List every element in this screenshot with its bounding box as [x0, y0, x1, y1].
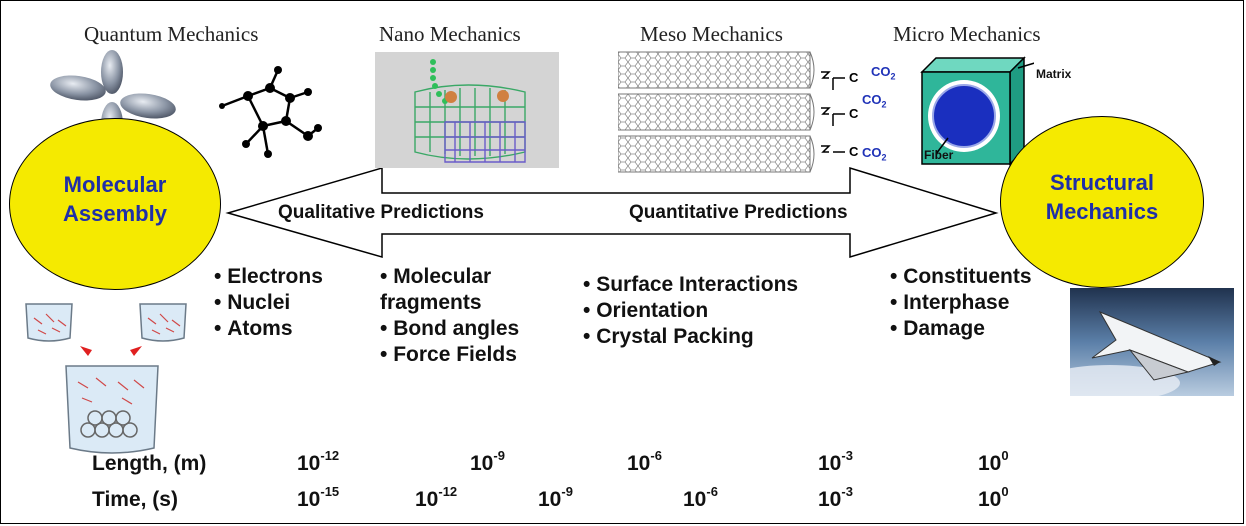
co2-label-3: CO2	[862, 145, 887, 163]
bullets-nano: Molecular fragments Bond angles Force Fi…	[380, 264, 519, 368]
header-nano-mechanics: Nano Mechanics	[379, 22, 521, 46]
length-value: 100	[978, 448, 1009, 475]
list-item: Bond angles	[380, 316, 519, 342]
header-micro-mechanics: Micro Mechanics	[893, 22, 1041, 46]
co2-label-1: CO2	[871, 64, 896, 82]
composite-cube-image	[920, 56, 1034, 166]
time-value: 100	[978, 484, 1009, 511]
meso-nanotubes-image	[618, 51, 815, 173]
quantitative-predictions-label: Quantitative Predictions	[629, 202, 848, 223]
header-meso-mechanics: Meso Mechanics	[640, 22, 783, 46]
list-item: Constituents	[890, 264, 1031, 290]
length-label: Length, (m)	[92, 452, 207, 475]
carboxyl-groups: C C C	[821, 70, 859, 159]
list-item: Crystal Packing	[583, 324, 798, 350]
time-value: 10-12	[415, 484, 458, 511]
list-item: Force Fields	[380, 342, 519, 368]
list-item: Molecular	[380, 264, 519, 290]
time-value: 10-9	[538, 484, 573, 511]
nanotube-image	[375, 52, 559, 168]
list-item: Atoms	[214, 316, 323, 342]
time-label: Time, (s)	[92, 488, 178, 511]
matrix-label: Matrix	[1036, 67, 1072, 81]
time-value: 10-3	[818, 484, 853, 511]
length-value: 10-12	[297, 448, 340, 475]
length-value: 10-9	[470, 448, 505, 475]
fiber-label: Fiber	[924, 148, 954, 162]
bullets-micro: Constituents Interphase Damage	[890, 264, 1032, 342]
list-item-continued: fragments	[380, 291, 482, 314]
time-value: 10-6	[683, 484, 718, 511]
svg-text:C: C	[849, 106, 859, 121]
svg-text:C: C	[849, 70, 859, 85]
header-quantum-mechanics: Quantum Mechanics	[84, 22, 259, 46]
spaceplane-image	[1070, 288, 1234, 396]
list-item: Surface Interactions	[583, 272, 798, 298]
molecule-icon	[219, 66, 322, 158]
length-value: 10-3	[818, 448, 853, 475]
time-value: 10-15	[297, 484, 340, 511]
list-item: Electrons	[214, 264, 323, 290]
beakers-image	[25, 303, 187, 454]
co2-label-2: CO2	[862, 92, 887, 110]
qualitative-predictions-label: Qualitative Predictions	[278, 202, 484, 223]
list-item: Nuclei	[214, 290, 323, 316]
list-item: Damage	[890, 316, 1032, 342]
list-item: Orientation	[583, 298, 798, 324]
svg-text:C: C	[849, 144, 859, 159]
list-item: Interphase	[890, 290, 1032, 316]
bullets-meso: Surface Interactions Orientation Crystal…	[583, 272, 798, 350]
length-value: 10-6	[627, 448, 662, 475]
bullets-quantum: Electrons Nuclei Atoms	[214, 264, 323, 342]
